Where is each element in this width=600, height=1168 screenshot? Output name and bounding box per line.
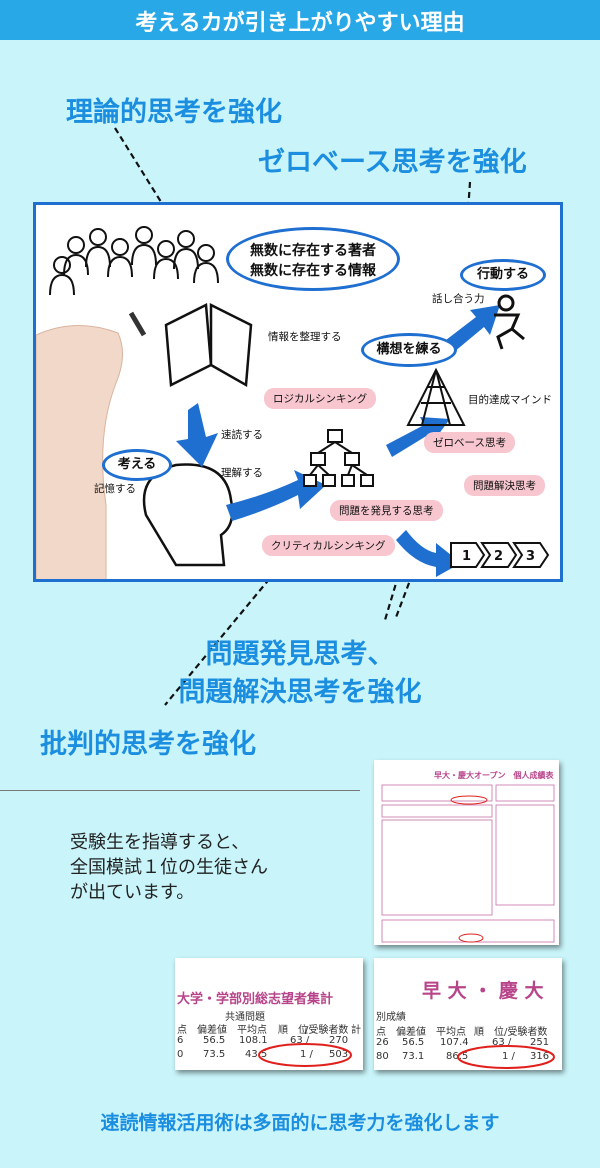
- tower-icon: [406, 367, 466, 426]
- summary-title: 大学・学部別総志望者集計: [177, 992, 334, 1007]
- report-title: 早大・慶大オープン 個人成績表: [434, 771, 554, 780]
- callout-logical: 理論的思考を強化: [66, 97, 282, 128]
- results-r0c0: 26: [376, 1037, 389, 1048]
- results-document: 早 大 ・ 慶 大 別成績 点 偏差値 平均点 順 位 /受験者数 26 56.…: [374, 958, 562, 1070]
- info-bubble: 無数に存在する著者 無数に存在する情報: [226, 227, 400, 291]
- results-highlight: [457, 1045, 555, 1069]
- divider: [0, 790, 360, 791]
- body-line-2: 全国模試１位の生徒さん: [70, 857, 268, 878]
- summary-h1: 偏差値: [197, 1025, 227, 1036]
- summary-r1c3: 1 /: [300, 1049, 313, 1060]
- section-header: 考えるカが引き上がりやすい理由: [0, 0, 600, 40]
- results-title: 早 大 ・ 慶 大: [422, 980, 544, 1002]
- summary-h5: 計: [351, 1025, 361, 1036]
- memorize-label: 記憶する: [94, 483, 136, 495]
- info-bubble-line2: 無数に存在する情報: [250, 263, 376, 279]
- body-line-3: が出ています。: [70, 882, 195, 903]
- summary-r0c3: 63 /: [290, 1035, 310, 1046]
- report-sheet: 早大・慶大オープン 個人成績表: [374, 760, 559, 945]
- summary-r0c4: 270: [329, 1035, 349, 1046]
- results-sub: 別成績: [376, 1012, 406, 1023]
- solve-problem-tag: 問題解決思考: [464, 475, 545, 496]
- body-text: 受験生を指導すると、 全国模試１位の生徒さん が出ています。: [70, 830, 268, 905]
- step-3-label: 3: [526, 549, 535, 564]
- summary-r1c1: 73.5: [203, 1049, 226, 1060]
- think-bubble: 考える: [102, 449, 172, 481]
- results-r0c1: 56.5: [402, 1037, 425, 1048]
- results-r1c0: 80: [376, 1051, 389, 1062]
- head-icon: [142, 463, 234, 567]
- summary-sub: 共通問題: [225, 1012, 265, 1023]
- callout-critical: 批判的思考を強化: [40, 729, 256, 760]
- summary-r0c1: 56.5: [203, 1035, 226, 1046]
- zero-base-tag: ゼロベース思考: [424, 432, 515, 453]
- diagram-graphics: 1 2 3: [36, 226, 550, 579]
- summary-r1c0: 0: [177, 1049, 184, 1060]
- book-icon: [164, 302, 253, 388]
- results-h0: 点: [376, 1027, 386, 1038]
- body-line-1: 受験生を指導すると、: [70, 832, 250, 853]
- summary-highlight: [258, 1043, 352, 1067]
- results-r1c3: 1 /: [502, 1051, 515, 1062]
- critical-thinking-tag: クリティカルシンキング: [262, 535, 395, 556]
- logical-thinking-tag: ロジカルシンキング: [264, 388, 377, 409]
- goal-mind-label: 目的達成マインド: [468, 394, 552, 406]
- speed-reading-label: 速読する: [221, 429, 263, 441]
- results-r0c4: 251: [530, 1037, 550, 1048]
- results-h4: /受験者数: [504, 1027, 548, 1038]
- summary-r1c2: 43.5: [245, 1049, 268, 1060]
- organize-info-label: 情報を整理する: [268, 331, 342, 343]
- step-2-label: 2: [494, 549, 503, 564]
- results-r1c1: 73.1: [402, 1051, 425, 1062]
- concept-bubble: 構想を練る: [361, 333, 457, 367]
- results-h2: 平均点: [436, 1027, 466, 1038]
- report-sheet-lines: [381, 784, 555, 943]
- summary-h0: 点: [177, 1025, 187, 1036]
- section-title: 考えるカが引き上がりやすい理由: [135, 11, 465, 36]
- footer-text: 速読情報活用術は多面的に思考力を強化します: [100, 1112, 500, 1134]
- results-h3: 順 位: [474, 1027, 504, 1038]
- thinking-diagram: 1 2 3 無数に存在する著者 無数に存在する情報 情報を整理する ロジカルシン…: [33, 202, 563, 582]
- runner-icon: [494, 294, 525, 350]
- understand-label: 理解する: [221, 467, 263, 479]
- results-r1c4: 316: [530, 1051, 550, 1062]
- callout-zero-base: ゼロベース思考を強化: [258, 147, 527, 178]
- hierarchy-icon: [303, 429, 374, 487]
- summary-h3: 順 位: [278, 1025, 308, 1036]
- callout-problem-2: 問題解決思考を強化: [178, 677, 422, 708]
- summary-document: 大学・学部別総志望者集計 共通問題 点 偏差値 平均点 順 位 /受験者数 計 …: [175, 958, 363, 1070]
- flow-arrows: [176, 305, 500, 577]
- crowd-icon: [49, 226, 219, 296]
- summary-r0c2: 108.1: [239, 1035, 268, 1046]
- callout-problem-1: 問題発見思考、: [205, 639, 395, 670]
- find-problem-tag: 問題を発見する思考: [330, 500, 443, 521]
- act-bubble: 行動する: [460, 259, 546, 291]
- step-arrows: [450, 542, 550, 568]
- results-h1: 偏差値: [396, 1027, 426, 1038]
- summary-h2: 平均点: [237, 1025, 267, 1036]
- step-1-label: 1: [462, 549, 471, 564]
- results-r0c2: 107.4: [440, 1037, 469, 1048]
- info-bubble-line1: 無数に存在する著者: [250, 243, 376, 259]
- results-r0c3: 63 /: [492, 1037, 512, 1048]
- discuss-label: 話し合う力: [432, 293, 485, 305]
- summary-r1c4: 503: [329, 1049, 349, 1060]
- hand-image: [36, 325, 123, 579]
- summary-r0c0: 6: [177, 1035, 184, 1046]
- summary-h4: /受験者数: [305, 1025, 349, 1036]
